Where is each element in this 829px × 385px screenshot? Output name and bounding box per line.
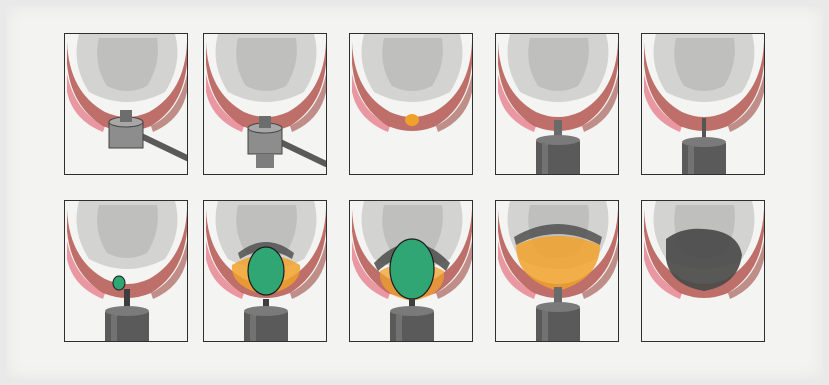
panel-drawing [644, 34, 764, 175]
panel-drawing [206, 34, 326, 168]
panel-illustration-5 [642, 34, 765, 175]
panel-drawing [352, 201, 472, 342]
clamp-base [256, 154, 274, 168]
cavity-dark-shading [236, 38, 297, 91]
tool-cylinder-top [390, 306, 434, 316]
cavity-dark-shading [97, 205, 158, 258]
panel-illustration-6 [65, 201, 188, 342]
panel-step-2 [203, 33, 327, 175]
clamp-handle [276, 140, 326, 164]
orange-spot [405, 114, 419, 126]
panel-illustration-4 [496, 34, 619, 175]
tool-cylinder-shine [542, 311, 548, 342]
cavity-dark-shading [97, 38, 158, 91]
cavity-dark-shading [674, 38, 735, 91]
clamp-post [120, 110, 132, 122]
panel-drawing [67, 34, 187, 158]
panel-drawing [206, 201, 326, 342]
tool-cylinder-top [105, 306, 149, 316]
panel-illustration-10 [642, 201, 765, 342]
panel-step-3 [349, 33, 473, 175]
panel-illustration-1 [65, 34, 188, 175]
cavity-dark-shading [382, 38, 443, 91]
panel-illustration-3 [350, 34, 473, 175]
panel-illustration-8 [350, 201, 473, 342]
panel-drawing [498, 34, 618, 175]
tool-cylinder-top [536, 135, 580, 145]
tool-cylinder-shine [111, 315, 117, 342]
tool-cylinder-shine [688, 146, 694, 175]
panel-illustration-9 [496, 201, 619, 342]
panel-step-5 [641, 33, 765, 175]
panel-step-6 [64, 200, 188, 342]
panel-illustration-2 [204, 34, 327, 175]
panel-drawing [498, 201, 618, 342]
panel-step-10 [641, 200, 765, 342]
tool-cylinder-shine [250, 315, 256, 342]
tool-cylinder-top [244, 306, 288, 316]
clamp-post [259, 116, 271, 128]
panel-illustration-7 [204, 201, 327, 342]
tool-cylinder-shine [542, 144, 548, 175]
tool-cylinder-top [536, 302, 580, 312]
tool-cylinder-shine [396, 315, 402, 342]
panel-step-4 [495, 33, 619, 175]
panel-drawing [352, 34, 472, 132]
cavity-dark-shading [528, 38, 589, 91]
green-balloon [113, 276, 125, 290]
panel-step-8 [349, 200, 473, 342]
paper-sheet [6, 6, 823, 379]
green-balloon [390, 239, 434, 299]
panel-drawing [67, 201, 187, 342]
panel-drawing [644, 201, 764, 299]
panel-step-1 [64, 33, 188, 175]
panel-step-9 [495, 200, 619, 342]
tool-cylinder-top [682, 137, 726, 147]
panel-step-7 [203, 200, 327, 342]
clamp-handle [137, 134, 187, 158]
green-balloon [248, 247, 284, 295]
